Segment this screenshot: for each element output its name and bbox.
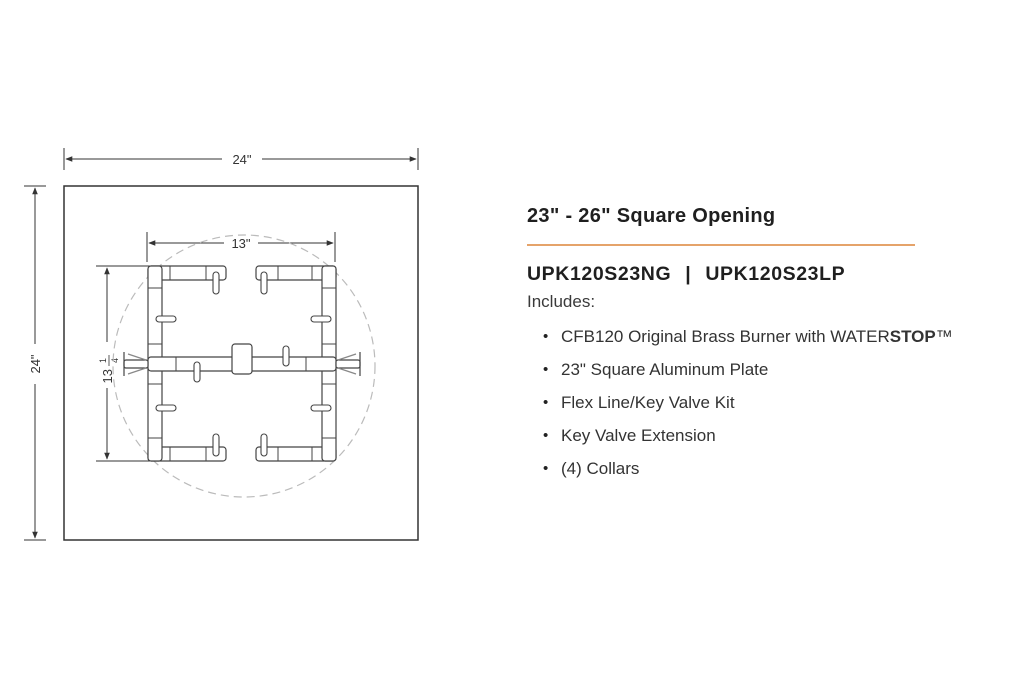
left-dimension: 24": [24, 185, 46, 541]
model-numbers: UPK120S23NG | UPK120S23LP: [527, 263, 1007, 286]
accent-divider: [527, 244, 915, 246]
product-info-panel: 23" - 26" Square Opening UPK120S23NG|UPK…: [527, 205, 1007, 485]
model-separator: |: [685, 262, 692, 285]
inner-width-label: 13": [231, 236, 250, 251]
side-valve-handles: [123, 352, 361, 376]
opening-heading: 23" - 26" Square Opening: [527, 205, 776, 227]
list-item: •Flex Line/Key Valve Kit: [527, 386, 1007, 419]
outer-height-label: 24": [28, 354, 43, 373]
bullet-icon: •: [543, 360, 549, 378]
model-lp: UPK120S23LP: [705, 262, 846, 285]
center-valve: [231, 343, 253, 375]
frame-joints: [148, 266, 336, 461]
inner-height-denominator: 4: [110, 358, 120, 363]
bullet-icon: •: [543, 327, 549, 345]
list-item: •Key Valve Extension: [527, 419, 1007, 452]
inner-width-dimension: 13": [146, 232, 336, 262]
inner-height-whole: 13: [100, 369, 115, 383]
list-item: •(4) Collars: [527, 452, 1007, 485]
inner-height-dimension: 13 1 4: [96, 265, 150, 462]
collar-fittings: [155, 271, 332, 457]
includes-label: Includes:: [527, 291, 596, 311]
list-item: •23" Square Aluminum Plate: [527, 353, 1007, 386]
bullet-icon: •: [543, 426, 549, 444]
outer-plate: [63, 185, 419, 541]
outer-width-label: 24": [232, 152, 251, 167]
bullet-icon: •: [543, 393, 549, 411]
list-item: •CFB120 Original Brass Burner with WATER…: [527, 320, 1007, 353]
model-ng: UPK120S23NG: [527, 262, 672, 285]
top-dimension: 24": [63, 148, 419, 170]
inner-height-numerator: 1: [98, 358, 108, 363]
burner-ring-outline: [112, 234, 376, 498]
bullet-icon: •: [543, 459, 549, 477]
included-items-list: •CFB120 Original Brass Burner with WATER…: [527, 320, 1007, 485]
